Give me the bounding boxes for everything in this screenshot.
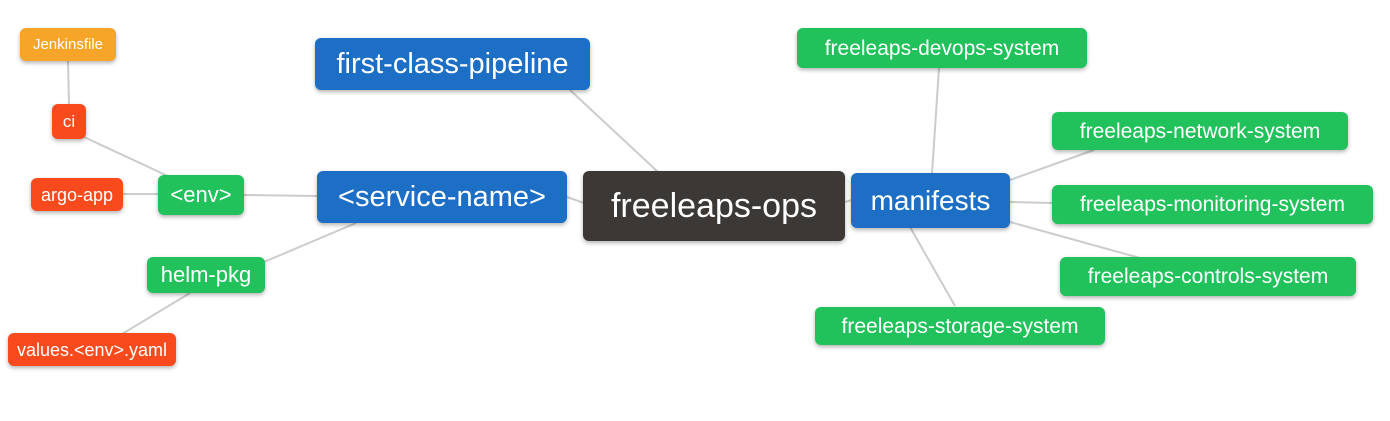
edge-service-name-to-freeleaps-ops: [566, 196, 585, 204]
node-label: <env>: [170, 182, 232, 207]
edge-freeleaps-devops-system-to-manifests: [931, 67, 940, 175]
node-freeleaps-devops-system[interactable]: freeleaps-devops-system: [797, 28, 1087, 68]
node-values-env-yaml[interactable]: values.<env>.yaml: [8, 333, 176, 366]
node-label: freeleaps-controls-system: [1087, 265, 1329, 288]
node-label: argo-app: [40, 184, 114, 205]
node-label: helm-pkg: [160, 262, 252, 287]
edge-manifests-to-freeleaps-storage-system: [909, 226, 956, 307]
node-label: freeleaps-ops: [610, 187, 817, 225]
edge-first-class-pipeline-to-freeleaps-ops: [569, 89, 659, 173]
edge-manifests-to-freeleaps-controls-system: [1009, 221, 1141, 259]
edge-manifests-to-freeleaps-network-system: [1009, 149, 1095, 181]
node-label: first-class-pipeline: [336, 47, 569, 80]
node-label: <service-name>: [338, 180, 546, 213]
node-label: Jenkinsfile: [32, 36, 104, 53]
edge-manifests-to-freeleaps-monitoring-system: [1009, 201, 1053, 204]
node-label: freeleaps-network-system: [1079, 119, 1321, 143]
node-freeleaps-controls-system[interactable]: freeleaps-controls-system: [1060, 257, 1356, 296]
edge-helm-pkg-to-values-env-yaml: [121, 292, 191, 335]
node-service-name[interactable]: <service-name>: [317, 171, 567, 223]
edge-ci-to-env: [83, 136, 173, 179]
node-freeleaps-network-system[interactable]: freeleaps-network-system: [1052, 112, 1348, 150]
node-label: ci: [62, 112, 76, 131]
node-label: values.<env>.yaml: [16, 339, 168, 360]
node-helm-pkg[interactable]: helm-pkg: [147, 257, 265, 293]
node-freeleaps-storage-system[interactable]: freeleaps-storage-system: [815, 307, 1105, 345]
node-env[interactable]: <env>: [158, 175, 244, 215]
node-argo-app[interactable]: argo-app: [31, 178, 123, 211]
node-label: freeleaps-monitoring-system: [1080, 193, 1345, 216]
edge-service-name-to-helm-pkg: [263, 222, 357, 263]
edge-jenkinsfile-to-ci: [67, 59, 70, 106]
node-manifests[interactable]: manifests: [851, 173, 1010, 228]
node-jenkinsfile[interactable]: Jenkinsfile: [20, 28, 116, 61]
node-first-class-pipeline[interactable]: first-class-pipeline: [315, 38, 590, 90]
node-freeleaps-monitoring-system[interactable]: freeleaps-monitoring-system: [1052, 185, 1373, 224]
node-ci[interactable]: ci: [52, 104, 86, 139]
node-label: manifests: [870, 184, 991, 216]
edge-env-to-service-name: [243, 194, 318, 197]
node-label: freeleaps-devops-system: [824, 36, 1060, 60]
node-freeleaps-ops[interactable]: freeleaps-ops: [583, 171, 845, 241]
node-label: freeleaps-storage-system: [841, 314, 1079, 338]
